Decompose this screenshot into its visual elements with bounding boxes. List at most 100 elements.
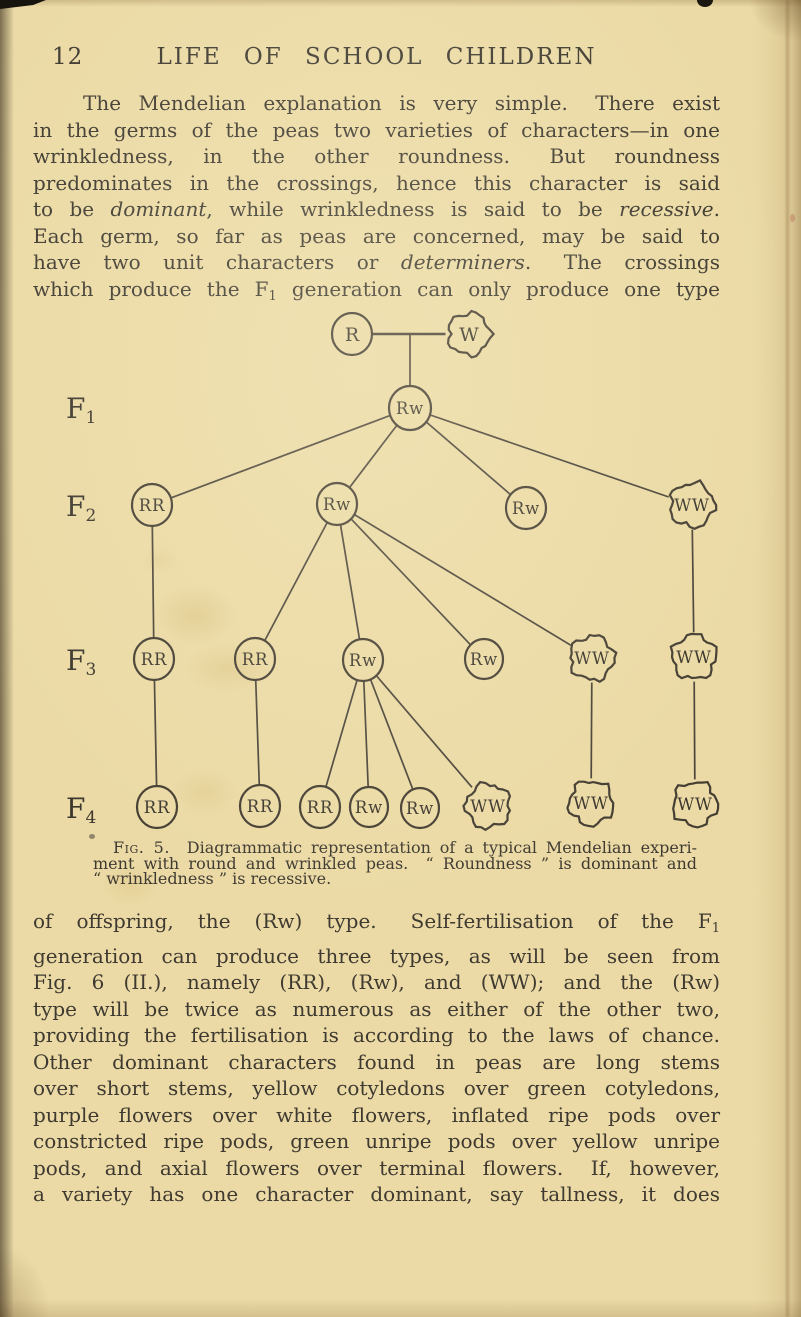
descent-line [170,414,391,499]
text-line: a variety has one character dominant, sa… [33,1182,720,1206]
genotype-node-ww: WW [566,780,615,828]
generation-label: F3 [66,644,96,680]
text-line: type will be twice as numerous as either… [33,996,720,1021]
genotype-node-rw: Rw [315,481,359,527]
genotype-node-rw: Rw [399,786,441,830]
page-crease [786,0,789,1317]
round-pea-outline [399,786,441,830]
wrinkled-pea-outline [566,780,615,828]
genotype-label: WW [470,797,506,816]
descent-line [153,679,158,787]
genotype-node-rw: Rw [341,637,385,683]
genotype-node-rr: RR [135,784,179,830]
genotype-label: Rw [470,650,498,669]
generation-label: F4 [66,792,96,828]
descent-line [430,414,669,498]
genotype-label: RR [242,650,268,669]
round-pea-outline [135,784,179,830]
wrinkled-pea-outline [668,478,718,530]
genotype-label: Rw [323,495,351,514]
text-line: have two unit characters or determiners.… [33,250,720,274]
genotype-node-rr: RR [132,636,176,682]
text-line: providing the fertilisation is according… [33,1023,720,1047]
text-line: The Mendelian explanation is very simple… [83,91,720,115]
genotype-label: R [345,324,360,346]
genotype-label: WW [674,496,710,515]
text-line: generation can produce three types, as w… [33,943,720,968]
generation-label: F1 [66,392,96,428]
text-line: wrinkledness, in the other roundness. Bu… [33,144,720,168]
genotype-node-rw: Rw [387,384,433,432]
descent-line [691,529,695,633]
round-pea-outline [132,636,176,682]
genotype-node-r: R [330,311,374,357]
genotype-label: RR [141,650,167,669]
genotype-node-ww: WW [569,633,618,683]
genotype-label: WW [677,795,713,814]
descent-line [369,678,414,791]
genotype-node-rr: RR [238,783,282,829]
text-line: over short stems, yellow cotyledons over… [33,1076,720,1100]
descent-line [354,513,572,647]
text-line: predominates in the crossings, hence thi… [33,170,720,195]
round-pea-outline [233,636,277,682]
wrinkled-pea-outline [672,780,720,829]
genotype-label: Rw [406,799,434,818]
text-line: Each germ, so far as peas are concerned,… [33,223,720,248]
descent-line [348,424,398,489]
genotype-label: Rw [355,798,383,817]
running-title: LIFE OF SCHOOL CHILDREN [156,44,597,70]
genotype-node-rr: RR [130,482,174,528]
round-pea-outline [238,783,282,829]
text-line: Other dominant characters found in peas … [33,1049,720,1074]
descent-line [362,680,370,788]
text-line: in the germs of the peas two varieties o… [33,117,720,142]
descent-line [590,682,593,779]
genotype-label: Rw [349,651,377,670]
scan-artifact-top [697,0,713,7]
round-pea-outline [298,784,342,830]
descent-line [350,518,472,646]
genotype-node-ww: WW [672,780,720,829]
round-pea-outline [330,311,374,357]
figure-caption: Fig. 5. Diagrammatic representation of a… [93,840,697,887]
text-line: of offspring, the (Rw) type. Self-fertil… [33,909,720,936]
generation-label: F2 [66,490,96,526]
descent-line [324,679,359,788]
ink-speck [89,834,95,839]
wrinkled-pea-outline [446,309,496,359]
genotype-label: WW [573,794,609,813]
genotype-label: RR [307,798,333,817]
genotype-node-rw: Rw [348,785,390,829]
text-line: Fig. 6 (II.), namely (RR), (Rw), and (WW… [33,970,720,994]
text-line: purple flowers over white flowers, infla… [33,1102,720,1127]
genotype-node-ww: WW [462,780,512,832]
genotype-label: RR [139,496,165,515]
genotype-node-rw: Rw [463,637,505,681]
round-pea-outline [348,785,390,829]
wrinkled-pea-outline [569,633,618,683]
descent-line [375,675,473,788]
genotype-label: RR [144,798,170,817]
descent-line [254,679,261,786]
text-line: which produce the F1 generation can only… [33,276,720,304]
genotype-node-w: W [446,309,496,359]
descent-line [425,421,512,496]
body-paragraph-1: The Mendelian explanation is very simple… [33,90,720,310]
genotype-label: WW [574,649,610,668]
round-pea-outline [341,637,385,683]
wrinkled-pea-outline [669,632,718,680]
genotype-label: WW [676,648,712,667]
genotype-node-rr: RR [233,636,277,682]
paper-blemish [790,214,795,222]
genotype-label: Rw [396,399,424,418]
text-line: constricted ripe pods, green unripe pods… [33,1129,720,1153]
text-line: pods, and axial flowers over terminal fl… [33,1155,720,1180]
descent-line [151,525,155,639]
descent-line [263,521,329,642]
genotype-label: Rw [512,499,540,518]
body-paragraph-2: of offspring, the (Rw) type. Self-fertil… [33,908,720,1208]
text-line: “ wrinkledness ” is recessive. [93,869,332,889]
text-line: to be dominant, while wrinkledness is sa… [33,197,720,221]
